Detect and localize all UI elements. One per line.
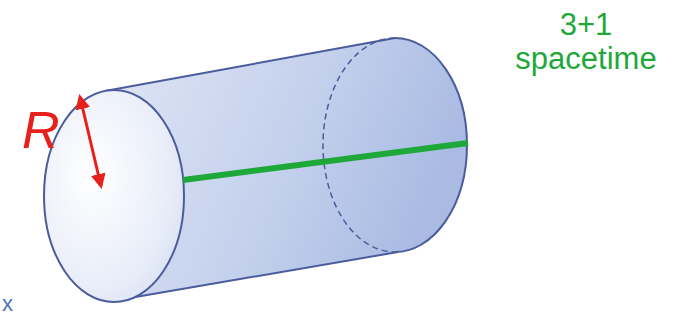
cylinder-hidden-edge xyxy=(323,38,395,252)
radius-label: R xyxy=(22,102,82,159)
cylinder-edge xyxy=(105,38,395,91)
axis-label: x xyxy=(2,292,22,316)
radius-arrow xyxy=(80,97,101,186)
spacetime-label: 3+1 spacetime xyxy=(490,8,682,76)
cylinder-face xyxy=(44,90,184,302)
spacetime-line xyxy=(183,143,468,180)
